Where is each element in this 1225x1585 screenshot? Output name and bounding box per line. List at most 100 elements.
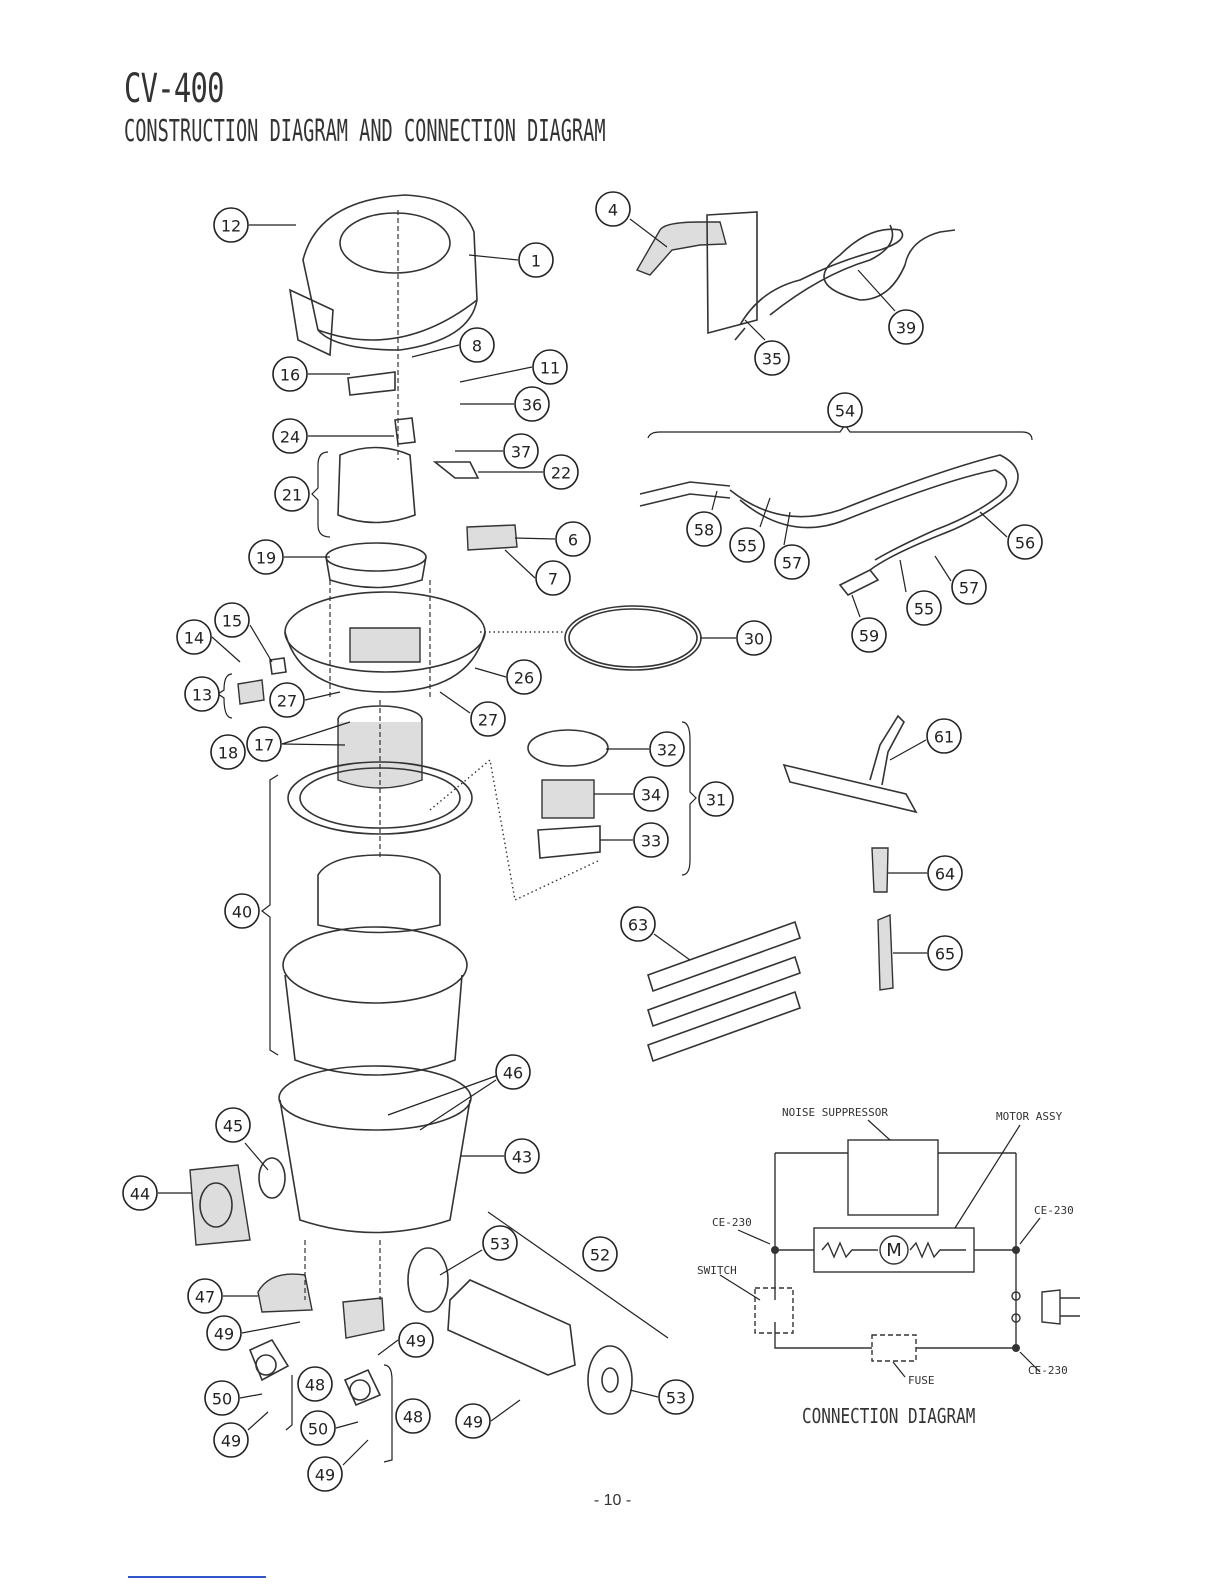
callout-55: 55 [906,590,942,626]
callout-number: 57 [959,579,979,598]
cartridge-filter [527,729,609,859]
motor-housing [284,591,486,693]
callout-number: 58 [694,521,714,540]
callout-31: 31 [698,781,734,817]
callout-number: 49 [315,1466,335,1485]
callout-circle [649,731,685,767]
callout-43: 43 [504,1138,540,1174]
callout-number: 55 [737,537,757,556]
callout-circle [122,1175,158,1211]
callout-circle [686,511,722,547]
dust-bag-assembly [282,854,468,1076]
callout-circle [214,602,250,638]
callout-circle [906,590,942,626]
callout-number: 15 [222,612,242,631]
callout-number: 26 [514,669,534,688]
ce-left-label: CE-230 [712,1216,752,1229]
callout-circle [455,1403,491,1439]
callout-number: 53 [666,1389,686,1408]
callout-13: 13 [184,676,220,712]
callout-49: 49 [213,1422,249,1458]
callout-11: 11 [532,349,568,385]
callout-circle [495,1054,531,1090]
callout-circle [658,1379,694,1415]
callout-46: 46 [495,1054,531,1090]
callout-number: 65 [935,945,955,964]
callout-49: 49 [455,1403,491,1439]
callout-8: 8 [459,327,495,363]
front-caster [257,1273,313,1313]
callout-number: 14 [184,629,204,648]
callout-circle [774,544,810,580]
callout-number: 44 [130,1185,150,1204]
callout-circle [927,935,963,971]
callout-44: 44 [122,1175,158,1211]
callout-circle [204,1380,240,1416]
callout-1: 1 [518,242,554,278]
callout-40: 40 [224,893,260,929]
callout-circle [506,659,542,695]
page-number: - 10 - [593,1492,632,1509]
callout-circle [470,701,506,737]
callout-number: 57 [782,554,802,573]
callout-circle [532,349,568,385]
callout-circle [504,1138,540,1174]
callout-circle [514,386,550,422]
callout-number: 50 [308,1420,328,1439]
callout-50: 50 [204,1380,240,1416]
callout-circle [307,1456,343,1492]
callout-number: 37 [511,443,531,462]
callout-circle [951,569,987,605]
page-subtitle: CONSTRUCTION DIAGRAM AND CONNECTION DIAG… [124,114,606,149]
callout-number: 31 [706,791,726,810]
callout-number: 49 [214,1325,234,1344]
callout-number: 19 [256,549,276,568]
callout-52: 52 [582,1236,618,1272]
callout-65: 65 [927,935,963,971]
callout-circle [210,734,246,770]
callout-48: 48 [395,1398,431,1434]
callout-circle [888,309,924,345]
callout-circle [503,433,539,469]
callout-number: 46 [503,1064,523,1083]
callout-number: 55 [914,600,934,619]
callout-27: 27 [269,682,305,718]
callout-circle [398,1322,434,1358]
callout-circle [535,560,571,596]
callout-6: 6 [555,521,591,557]
handle [635,211,758,335]
callout-number: 35 [762,350,782,369]
callout-number: 64 [935,865,955,884]
callout-circle [754,340,790,376]
callout-27: 27 [470,701,506,737]
part-callouts: 1467811121314151617181921222426272730313… [122,191,1043,1492]
callout-number: 43 [512,1148,532,1167]
callout-circle [272,356,308,392]
callout-circle [297,1366,333,1402]
callout-number: 33 [641,832,661,851]
extension-tubes [647,920,801,1063]
callout-circle [206,1315,242,1351]
callout-circle [851,617,887,653]
callout-4: 4 [595,191,631,227]
fuse-label: FUSE [908,1374,935,1387]
callout-circle [184,676,220,712]
callout-circle [246,726,282,762]
callout-number: 11 [540,359,560,378]
callout-number: 56 [1015,534,1035,553]
callout-circle [187,1278,223,1314]
callout-53: 53 [658,1379,694,1415]
callout-number: 1 [531,252,541,271]
filter-ring [287,761,473,835]
callout-number: 13 [192,686,212,705]
callout-circle [176,619,212,655]
callout-number: 49 [221,1432,241,1451]
callout-57: 57 [951,569,987,605]
callout-number: 21 [282,486,302,505]
noise-suppressor-label: NOISE SUPPRESSOR [782,1106,888,1119]
callout-circle [1007,524,1043,560]
callout-number: 8 [472,337,482,356]
callout-number: 18 [218,744,238,763]
callout-22: 22 [543,454,579,490]
callout-circle [543,454,579,490]
